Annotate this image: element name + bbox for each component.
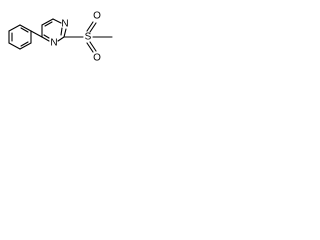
pyrimidine-double-bond-c5-c6 bbox=[44, 21, 53, 27]
atom-label-s: S bbox=[85, 32, 92, 43]
phenyl-double-bond-3 bbox=[20, 27, 29, 33]
pyrimidine-bond-c6-n1 bbox=[52, 18, 62, 24]
pyrimidine-bond-n1-c2 bbox=[63, 28, 67, 38]
phenyl-bond-1 bbox=[8, 24, 21, 32]
phenyl-ring bbox=[8, 24, 32, 50]
s-o-top-bond-2 bbox=[89, 22, 97, 33]
sulfonyl-group bbox=[86, 21, 113, 53]
phenyl-bond-4 bbox=[19, 42, 32, 50]
s-o-top-bond-1 bbox=[86, 21, 94, 32]
pyrimidine-bond-c5-c6 bbox=[41, 18, 54, 26]
atom-label-n3: N bbox=[50, 38, 57, 49]
s-o-bottom-bond-1 bbox=[86, 42, 94, 53]
pyrimidine-double-bond-n1-c2 bbox=[60, 27, 63, 36]
aryl-link-bond bbox=[30, 30, 43, 38]
pyrimidine-ring bbox=[41, 18, 67, 42]
pyrimidine-bond-n3-c4 bbox=[41, 36, 50, 42]
atom-label-o-bottom: O bbox=[93, 53, 101, 64]
pyrimidine-double-bond-n3-c4 bbox=[43, 34, 50, 39]
phenyl-bond-6 bbox=[19, 24, 32, 32]
phenyl-bond-3 bbox=[8, 42, 21, 50]
atom-label-o-top: O bbox=[93, 11, 101, 22]
phenyl-double-bond-2 bbox=[20, 41, 29, 47]
pyrimidine-bond-c2-n3 bbox=[57, 36, 65, 42]
s-o-bottom-bond-2 bbox=[89, 41, 97, 52]
atom-label-n1: N bbox=[61, 19, 68, 30]
chemical-structure: N N S O O bbox=[8, 11, 113, 64]
